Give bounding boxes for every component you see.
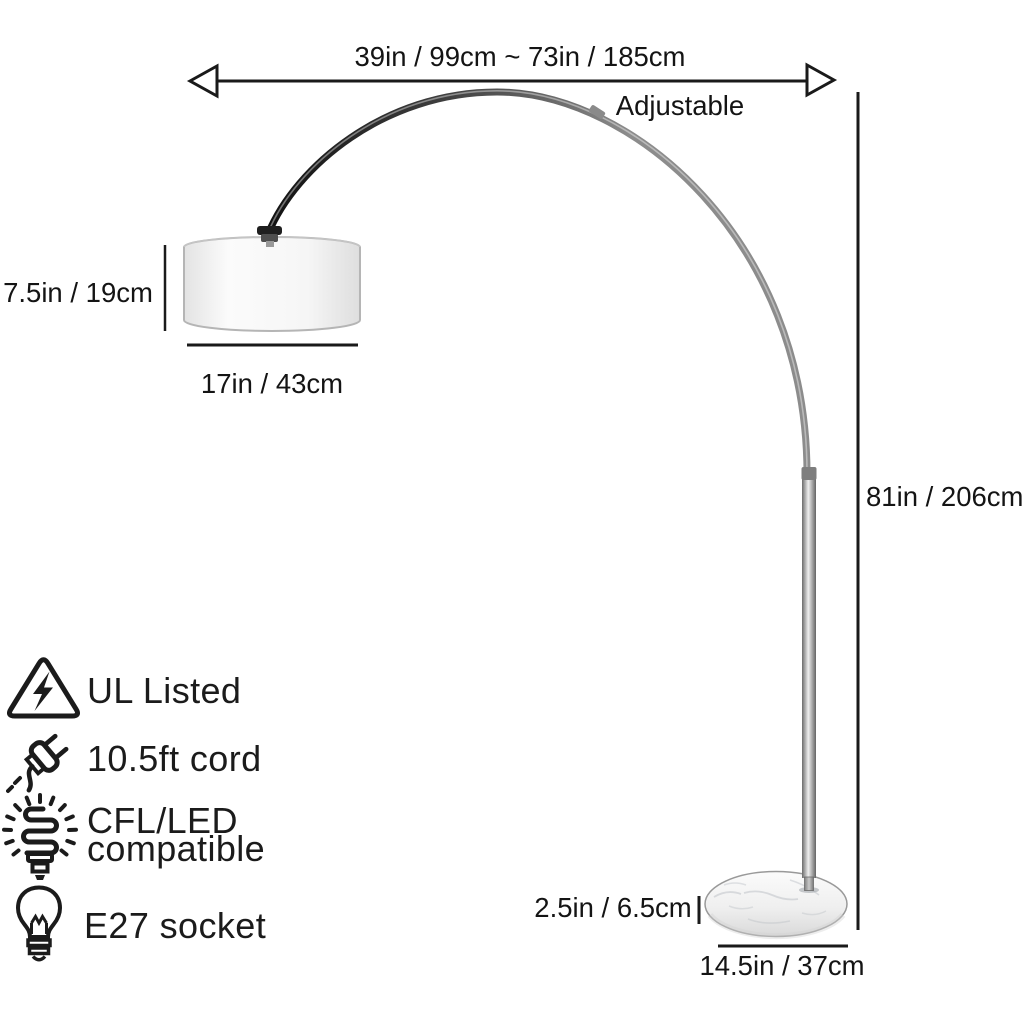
feature-label-compatible: compatible: [87, 828, 266, 869]
lamp-shade: [183, 226, 361, 332]
e27-socket-icon: [15, 885, 63, 962]
feature-label-e27: E27 socket: [84, 905, 267, 946]
cfl-led-icon: [2, 793, 78, 880]
pole-joint-sleeve: [801, 467, 817, 480]
lamp-pole: [799, 467, 819, 893]
lamp-height-label: 81in / 206cm: [866, 481, 1024, 512]
arc-range-label: 39in / 99cm ~ 73in / 185cm: [354, 41, 686, 72]
shade-height-label: 7.5in / 19cm: [3, 277, 153, 308]
lamp-arc: [264, 88, 811, 475]
ul-listed-icon: [6, 657, 81, 719]
plug-icon: [6, 733, 69, 793]
shade-hub: [257, 226, 282, 247]
feature-label-ul: UL Listed: [87, 670, 242, 711]
dim-arrow-adjustable: [186, 62, 838, 99]
feature-label-cord: 10.5ft cord: [87, 738, 262, 779]
feature-label-cfl: CFL/LED: [87, 800, 238, 841]
adjustable-label: Adjustable: [615, 90, 745, 121]
lamp-base: [704, 870, 848, 940]
shade-width-label: 17in / 43cm: [200, 368, 344, 399]
arc-adjust-joint: [588, 105, 606, 119]
base-height-label: 2.5in / 6.5cm: [534, 892, 692, 923]
base-width-label: 14.5in / 37cm: [699, 950, 865, 981]
